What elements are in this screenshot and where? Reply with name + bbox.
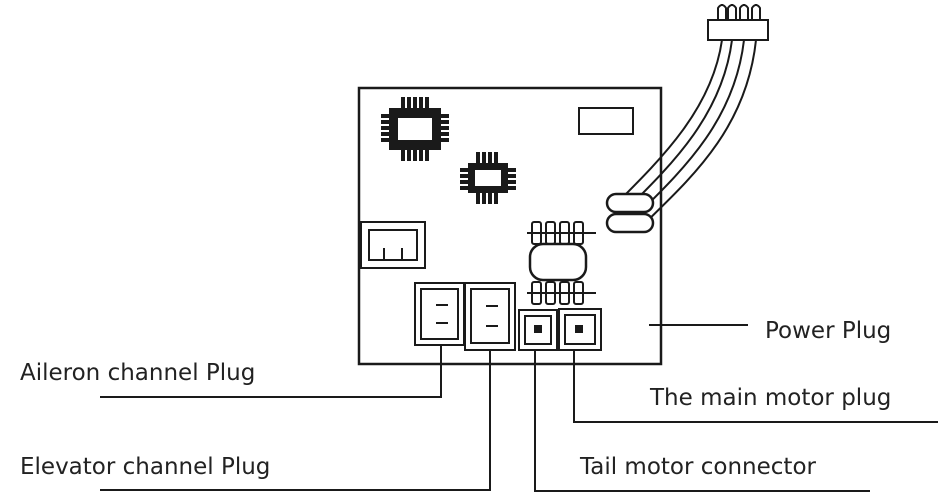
tail-motor-connector [518, 309, 558, 351]
main-motor-plug-label: The main motor plug [649, 385, 891, 411]
wire-clip [605, 192, 655, 234]
crystal-component [528, 242, 588, 282]
chip-small [460, 152, 516, 204]
elevator-plug [464, 282, 516, 351]
main-motor-plug [558, 308, 602, 351]
power-wire-connector [707, 4, 769, 41]
resistor-array-top [527, 221, 596, 245]
elevator-plug-leader [100, 350, 491, 491]
chip-large [381, 97, 449, 161]
tail-motor-connector-label: Tail motor connector [579, 454, 817, 480]
tail-motor-leader [534, 350, 870, 492]
side-connector [360, 221, 426, 269]
aileron-plug [414, 282, 465, 346]
power-plug-label: Power Plug [765, 318, 891, 344]
circuit-board [357, 86, 663, 366]
elevator-plug-label: Elevator channel Plug [20, 454, 270, 480]
main-motor-leader [573, 350, 938, 423]
board-component-rect [578, 107, 634, 135]
aileron-plug-leader [100, 345, 442, 398]
resistor-array-bottom [527, 281, 596, 305]
aileron-plug-label: Aileron channel Plug [20, 360, 255, 386]
